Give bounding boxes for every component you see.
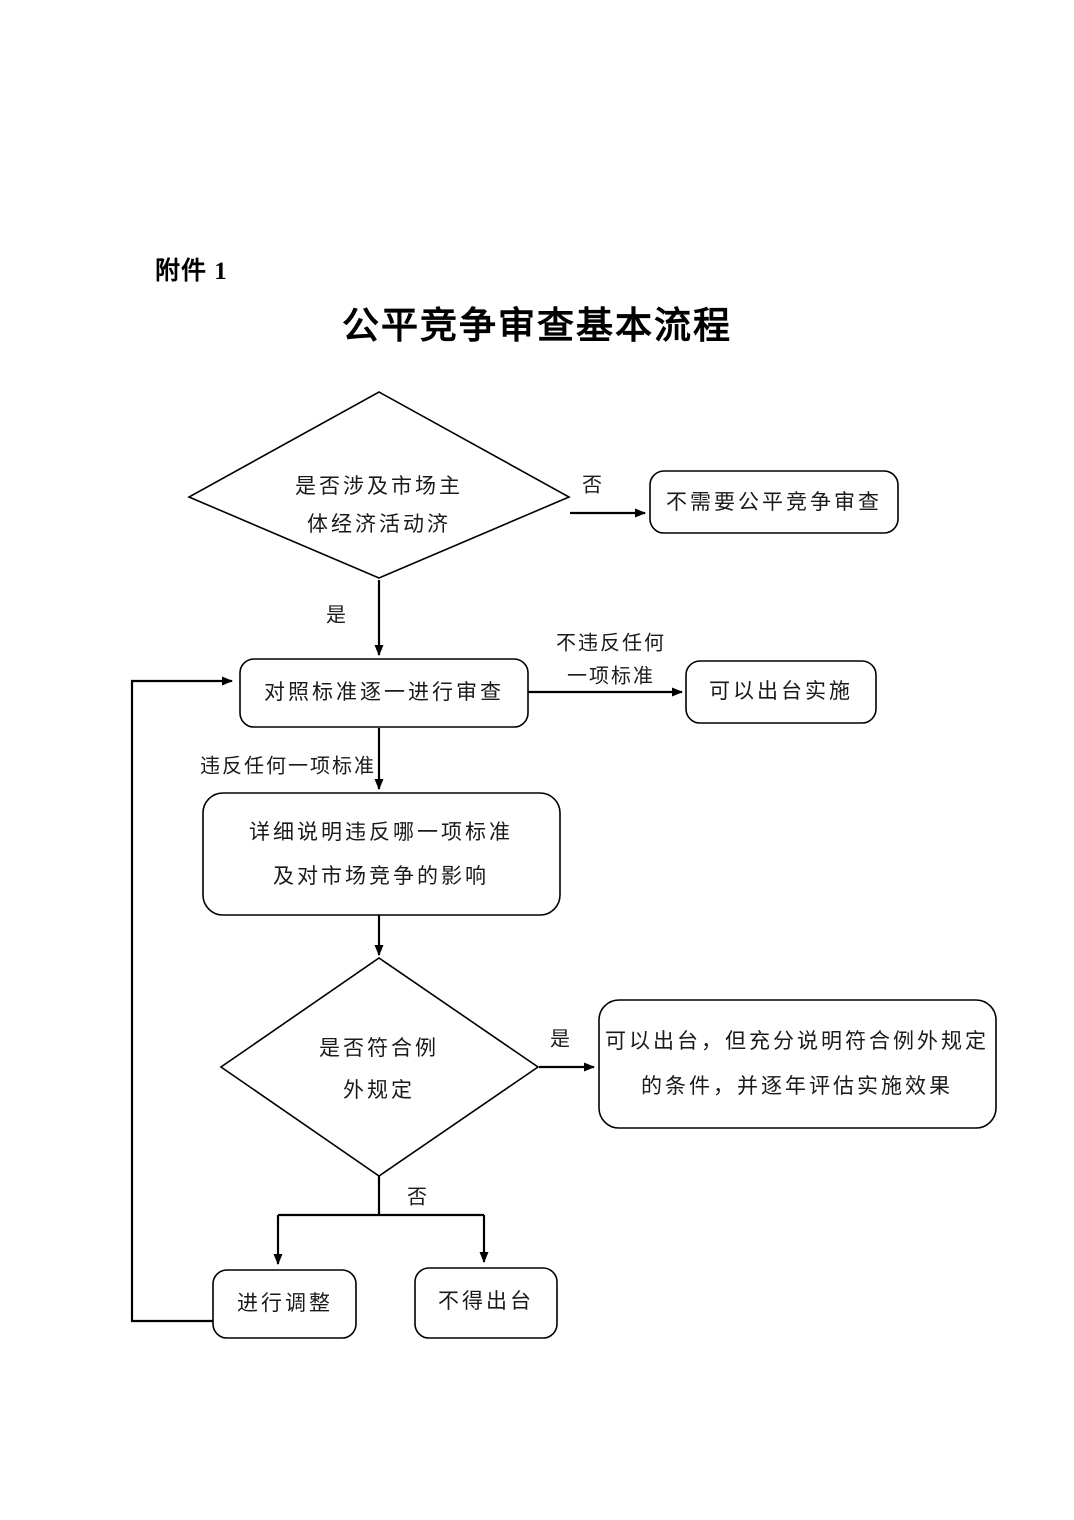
- decision-node-exception-rules-line1: 是否符合例: [319, 1036, 439, 1060]
- process-node-may-implement[interactable]: [685, 660, 877, 724]
- edge-label-no-1: 否: [582, 475, 604, 497]
- process-node-make-adjustment[interactable]: [212, 1269, 357, 1339]
- process-node-must-not-issue-label: 不得出台: [438, 1289, 534, 1313]
- process-node-make-adjustment-label: 进行调整: [237, 1291, 333, 1315]
- edge-label-no-violation-line1: 不违反任何: [556, 632, 666, 655]
- process-node-may-issue-with-conditions-line2: 的条件，并逐年评估实施效果: [641, 1074, 953, 1098]
- edge-label-yes-1: 是: [326, 605, 348, 627]
- page-title: 公平竞争审查基本流程: [342, 305, 732, 346]
- edge-label-no-violation-line2: 一项标准: [567, 665, 655, 688]
- decision-node-market-entity-line1: 是否涉及市场主: [295, 474, 463, 498]
- process-node-explain-violation-line1: 详细说明违反哪一项标准: [249, 820, 513, 844]
- decision-node-exception-rules-line2: 外规定: [343, 1078, 415, 1102]
- decision-node-market-entity[interactable]: [187, 391, 571, 579]
- process-node-may-issue-with-conditions-line1: 可以出台，但充分说明符合例外规定: [605, 1029, 989, 1053]
- edge-label-violation: 违反任何一项标准: [200, 755, 376, 778]
- edge-label-no-2: 否: [407, 1187, 429, 1209]
- edge-label-yes-2: 是: [550, 1029, 572, 1051]
- process-node-explain-violation[interactable]: [202, 792, 561, 916]
- process-node-must-not-issue[interactable]: [414, 1267, 558, 1339]
- process-node-no-review-needed[interactable]: [649, 470, 899, 534]
- process-node-explain-violation-line2: 及对市场竞争的影响: [273, 864, 489, 888]
- process-node-review-against-criteria[interactable]: [239, 658, 529, 728]
- decision-node-market-entity-line2: 体经济活动济: [307, 512, 451, 536]
- process-node-may-issue-with-conditions[interactable]: [598, 999, 997, 1129]
- process-node-no-review-needed-label: 不需要公平竞争审查: [666, 490, 882, 514]
- attachment-label: 附件 1: [155, 258, 228, 285]
- process-node-review-against-criteria-label: 对照标准逐一进行审查: [264, 680, 504, 704]
- process-node-may-implement-label: 可以出台实施: [709, 679, 853, 703]
- decision-node-exception-rules[interactable]: [219, 957, 540, 1177]
- edge-b6-to-b2-feedback: [130, 676, 233, 1323]
